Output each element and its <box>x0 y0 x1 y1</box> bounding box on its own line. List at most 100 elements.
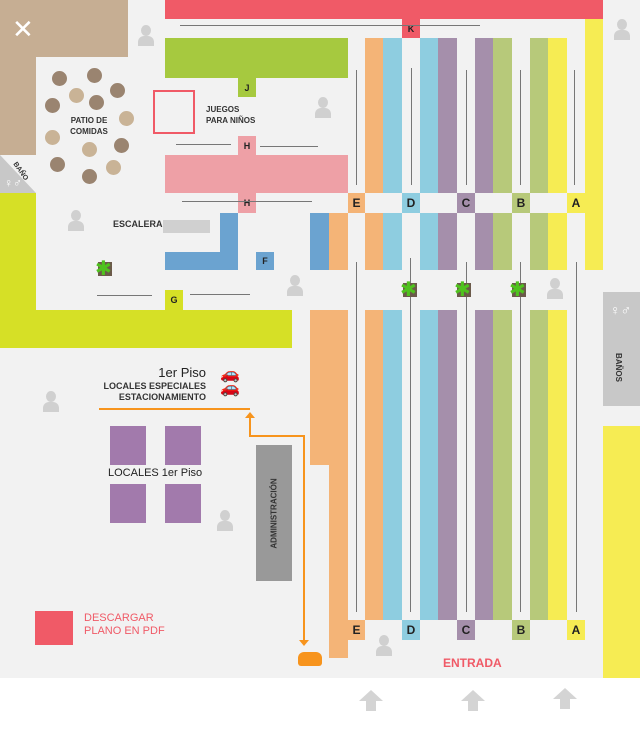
arrow-up <box>356 262 357 612</box>
store-column[interactable] <box>548 310 567 620</box>
aisle-a-marker-bottom[interactable]: A <box>567 620 585 640</box>
store-column[interactable] <box>493 213 512 270</box>
store-column[interactable] <box>493 310 512 620</box>
bathrooms-right-label: BAÑOS <box>613 353 623 382</box>
store-column[interactable] <box>475 38 493 193</box>
aisle-g-marker[interactable]: G <box>165 290 183 310</box>
car-icon[interactable] <box>298 652 322 666</box>
parking-levels-icon[interactable]: 🚗🚗 <box>220 366 240 397</box>
bathrooms-right[interactable] <box>603 292 640 406</box>
restroom-icon: ♀♂ <box>610 302 631 318</box>
playground-icon <box>153 90 195 134</box>
store-column-a-tall[interactable] <box>585 19 603 270</box>
aisle-h-marker-top[interactable]: H <box>238 136 256 155</box>
entrance-label: ENTRADA <box>443 656 502 670</box>
store-block-j[interactable] <box>165 38 348 78</box>
download-pdf-link[interactable]: DESCARGAR PLANO EN PDF <box>34 605 174 647</box>
store-column[interactable] <box>530 38 548 193</box>
aisle-a-marker[interactable]: A <box>567 193 585 213</box>
store-column[interactable] <box>383 310 402 620</box>
store-column[interactable] <box>365 310 383 620</box>
aisle-f-marker[interactable]: F <box>256 252 274 270</box>
playground-label-2: PARA NIÑOS <box>206 116 256 125</box>
stairs[interactable] <box>163 220 210 233</box>
table-dot <box>106 160 121 175</box>
aisle-e-marker-bottom[interactable]: E <box>348 620 365 640</box>
parking-route-down <box>303 435 305 641</box>
store-column[interactable] <box>365 213 383 270</box>
first-floor-line1: LOCALES ESPECIALES <box>103 381 206 391</box>
store-block-lime-bottom[interactable] <box>36 310 292 348</box>
store-block-lime[interactable] <box>0 193 36 348</box>
table-dot <box>82 169 97 184</box>
first-floor-title: 1er Piso <box>158 365 206 380</box>
security-guard-icon <box>374 633 394 657</box>
store-column[interactable] <box>420 38 438 193</box>
store-block-f-horizontal[interactable] <box>165 252 238 270</box>
table-dot <box>114 138 129 153</box>
table-dot <box>45 98 60 113</box>
store-locale[interactable] <box>110 426 146 465</box>
store-column[interactable] <box>329 213 348 270</box>
plant-icon <box>454 277 471 302</box>
arrow-up <box>466 262 467 612</box>
store-column[interactable] <box>530 310 548 620</box>
store-block-yellow-right[interactable] <box>603 426 640 678</box>
plant-icon <box>400 277 417 302</box>
aisle-h-marker-bottom[interactable]: H <box>238 193 256 213</box>
gift-icon <box>35 611 73 645</box>
store-column[interactable] <box>530 213 548 270</box>
aisle-b-marker[interactable]: B <box>512 193 530 213</box>
aisle-c-marker-bottom[interactable]: C <box>457 620 475 640</box>
store-column[interactable] <box>475 310 493 620</box>
security-guard-icon <box>66 208 86 232</box>
arrow-up <box>574 70 575 185</box>
store-column[interactable] <box>420 213 438 270</box>
aisle-b-marker-bottom[interactable]: B <box>512 620 530 640</box>
aisle-c-marker[interactable]: C <box>457 193 475 213</box>
store-column[interactable] <box>383 38 402 193</box>
store-block-e-narrow[interactable] <box>329 465 348 658</box>
store-column[interactable] <box>475 213 493 270</box>
store-column[interactable] <box>548 38 567 193</box>
aisle-k-marker[interactable]: K <box>402 19 420 38</box>
store-column[interactable] <box>310 213 329 270</box>
store-block-h[interactable] <box>165 155 348 193</box>
store-column[interactable] <box>383 213 402 270</box>
security-guard-icon <box>41 389 61 413</box>
store-locale[interactable] <box>165 426 201 465</box>
table-dot <box>119 111 134 126</box>
aisle-j-marker[interactable]: J <box>238 78 256 97</box>
food-court-area[interactable] <box>0 0 128 57</box>
store-locale[interactable] <box>110 484 146 523</box>
download-label-2: PLANO EN PDF <box>84 625 165 637</box>
arrow-horizontal <box>260 146 318 147</box>
administration[interactable] <box>256 445 292 581</box>
table-dot <box>89 95 104 110</box>
store-locale[interactable] <box>165 484 201 523</box>
aisle-e-marker[interactable]: E <box>348 193 365 213</box>
store-column[interactable] <box>438 213 457 270</box>
store-column[interactable] <box>493 38 512 193</box>
arrow-up <box>520 262 521 612</box>
table-dot <box>69 88 84 103</box>
store-block-k[interactable] <box>165 0 603 19</box>
arrow-up <box>520 70 521 185</box>
arrow-right <box>190 294 250 295</box>
aisle-d-marker[interactable]: D <box>402 193 420 213</box>
security-guard-icon <box>545 276 565 300</box>
store-column[interactable] <box>420 310 438 620</box>
arrow-up <box>411 68 412 185</box>
store-column[interactable] <box>438 38 457 193</box>
store-block-e-large[interactable] <box>310 310 348 465</box>
arrow-up <box>356 70 357 185</box>
plant-icon <box>95 256 112 281</box>
store-column[interactable] <box>365 38 383 193</box>
table-dot <box>82 142 97 157</box>
store-column[interactable] <box>438 310 457 620</box>
store-column[interactable] <box>548 213 567 270</box>
plant-icon <box>509 277 526 302</box>
aisle-d-marker-bottom[interactable]: D <box>402 620 420 640</box>
entry-arrow-stem <box>560 699 570 709</box>
food-court-label: PATIO DE COMIDAS <box>70 116 108 136</box>
